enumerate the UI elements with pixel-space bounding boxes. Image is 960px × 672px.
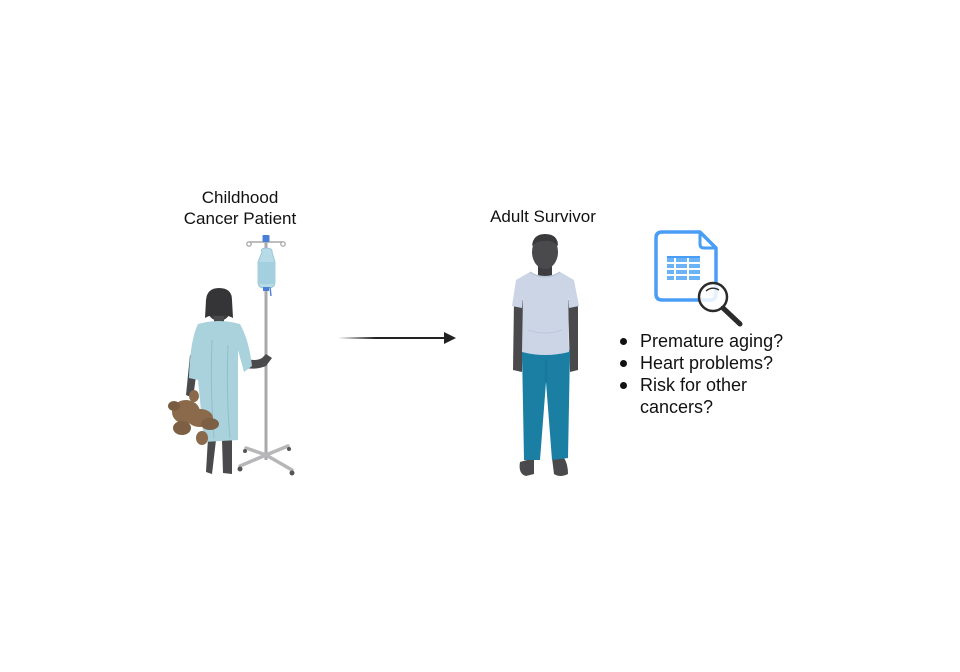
- progression-arrow: [338, 332, 456, 344]
- question-item: Risk for other cancers?: [618, 374, 810, 418]
- label-line-2: Cancer Patient: [183, 209, 297, 228]
- bullet-icon: [620, 338, 627, 345]
- teddy-bear-icon: [168, 390, 219, 445]
- question-item: Premature aging?: [618, 330, 810, 352]
- bullet-icon: [620, 382, 627, 389]
- bullet-icon: [620, 360, 627, 367]
- adult-survivor-label: Adult Survivor: [490, 207, 596, 226]
- questions-list: Premature aging? Heart problems? Risk fo…: [618, 330, 810, 418]
- adult-survivor-figure: [512, 234, 579, 476]
- spreadsheet-document-search-icon: [654, 230, 743, 327]
- question-text-continuation: cancers?: [640, 397, 714, 417]
- question-text: Premature aging?: [640, 331, 784, 351]
- childhood-cancer-patient-label: Childhood Cancer Patient: [170, 187, 310, 229]
- question-item: Heart problems?: [618, 352, 810, 374]
- question-text: Risk for other: [640, 375, 748, 395]
- question-text: Heart problems?: [640, 353, 774, 373]
- iv-bag-icon: [257, 247, 276, 297]
- child-patient-figure: [186, 288, 272, 474]
- label-line-1: Childhood: [201, 188, 279, 207]
- iv-pole-icon: [237, 235, 295, 476]
